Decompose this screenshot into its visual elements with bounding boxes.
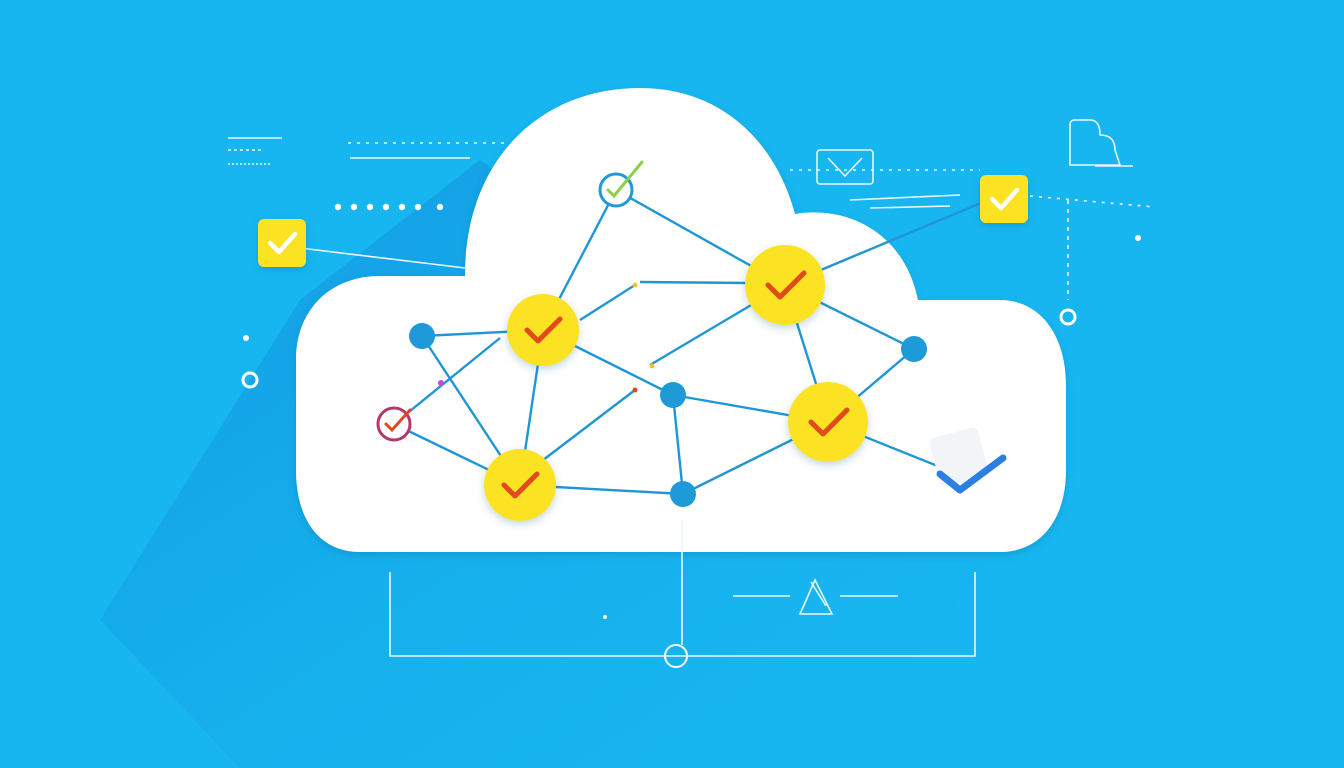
- check-ring-icon: [376, 406, 412, 442]
- check-circle-icon: [745, 245, 825, 325]
- node-dot: [901, 336, 927, 362]
- warning-triangle-icon: [798, 578, 834, 615]
- node-dot: [670, 481, 696, 507]
- network-nodes: [409, 282, 927, 507]
- decorative-lines: [228, 119, 1156, 657]
- check-circle-icon: [484, 449, 556, 521]
- check-square-icon: [258, 219, 306, 267]
- decorative-dots: [243, 203, 1141, 619]
- node-dot: [409, 323, 435, 349]
- check-nodes: [484, 245, 868, 521]
- check-circle-icon: [788, 382, 868, 462]
- check-circle-icon: [507, 294, 579, 366]
- check-square-icon: [980, 175, 1028, 223]
- check-ring-icon: [598, 160, 644, 208]
- node-dot: [660, 382, 686, 408]
- check-mark-icon: [929, 427, 1007, 494]
- ring-markers: [241, 308, 1077, 668]
